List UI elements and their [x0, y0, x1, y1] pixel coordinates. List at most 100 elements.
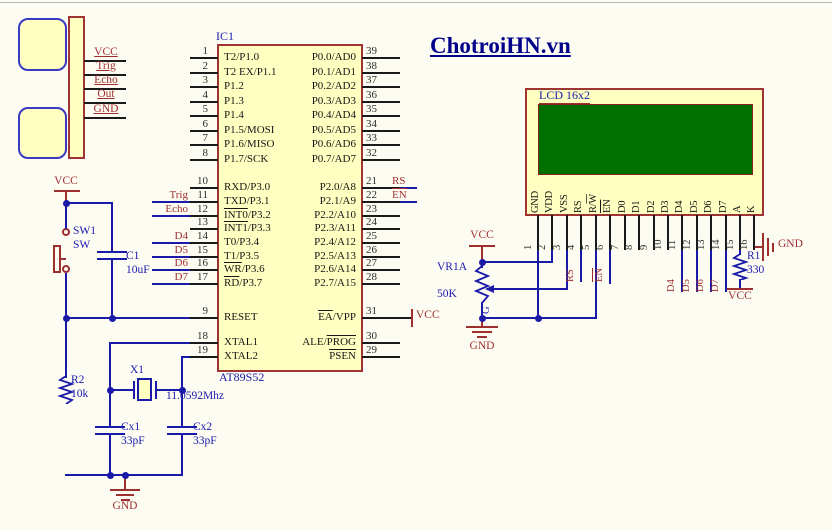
crystal-designator: X1: [130, 364, 145, 376]
net-label-en: EN: [392, 189, 407, 201]
ic-pin-31-stub: [362, 317, 400, 319]
res-r1-symbol: [731, 254, 749, 280]
wire-segment: [65, 319, 67, 378]
wire-segment: [566, 250, 568, 290]
junction-dot: [535, 315, 542, 322]
lcd-pin-10-number: 10: [653, 239, 664, 251]
ic-pin-26-number: 26: [366, 244, 377, 256]
gnd-symbol-label-k: GND: [778, 238, 803, 250]
pot-value: 50K: [437, 288, 457, 300]
switch-name: SW: [73, 239, 91, 251]
net-label-d4: D4: [174, 230, 188, 242]
ic-pin-function-label: P0.5/AD5: [311, 124, 356, 136]
junction-dot: [479, 315, 486, 322]
crystal-body: [137, 378, 152, 401]
lcd-pin-4-number: 4: [566, 244, 577, 250]
net-wire-d4: [152, 242, 190, 244]
lcd-pin-16-stub: [753, 215, 755, 250]
ic-pin-function-label: WR/P3.6: [224, 263, 265, 275]
ic-pin-23-number: 23: [366, 203, 377, 215]
ic-pin-25-stub: [362, 242, 400, 244]
ic-pin-7-stub: [190, 144, 218, 146]
ic-pin-18-stub: [190, 342, 218, 344]
page-title[interactable]: ChotroiHN.vn: [430, 33, 571, 58]
lcd-pin-name-rs: RS: [573, 200, 584, 213]
wire-segment: [133, 381, 135, 399]
junction-dot: [107, 472, 114, 479]
switch-contact-top: [62, 228, 70, 236]
wire-segment: [65, 273, 67, 319]
wire-segment: [109, 391, 111, 427]
wire-segment: [400, 317, 412, 319]
wire-segment: [696, 250, 698, 292]
junction-dot: [122, 472, 129, 479]
ic-pin-15-number: 15: [197, 244, 208, 256]
lcd-pin-11-stub: [681, 215, 683, 250]
wire-segment: [110, 489, 140, 491]
lcd-pin-name-d4: D4: [674, 200, 685, 213]
cap-c1-value: 10uF: [126, 264, 150, 276]
junction-dot: [107, 387, 114, 394]
ic-pin-14-stub: [190, 242, 218, 244]
wire-segment: [710, 250, 712, 292]
wire-segment: [181, 391, 183, 427]
net-wire-d5: [152, 256, 190, 258]
ic-pin-function-label: P0.2/AD2: [311, 80, 356, 92]
wire-segment: [54, 190, 80, 192]
ic-pin-35-stub: [362, 115, 400, 117]
lcd-pin-6-number: 6: [595, 244, 606, 250]
junction-dot: [63, 315, 70, 322]
ic-pin-39-stub: [362, 57, 400, 59]
ic-pin-12-number: 12: [197, 203, 208, 215]
wire-segment: [65, 202, 113, 204]
wire-segment: [772, 243, 774, 252]
ic-pin-27-number: 27: [366, 257, 377, 269]
sensor-transducer-bottom: [18, 107, 67, 159]
sensor-pin-label-gnd: GND: [93, 103, 119, 115]
ic-pin-11-number: 11: [197, 189, 208, 201]
lcd-pin-name-vdd: VDD: [544, 191, 555, 213]
ic-pin-function-label: P1.4: [224, 109, 244, 121]
ic-pin-function-label: P2.5/A13: [314, 250, 356, 262]
ic-pin-10-number: 10: [197, 175, 208, 187]
wire-segment: [481, 261, 553, 263]
junction-dot: [109, 315, 116, 322]
ic-pin-8-stub: [190, 159, 218, 161]
ic-pin-33-number: 33: [366, 132, 377, 144]
switch-actuator: [53, 245, 61, 273]
wire-segment: [725, 250, 727, 292]
ic-pin-function-label: T2 EX/P1.1: [224, 66, 277, 78]
lcd-pin-name-k: K: [746, 205, 757, 213]
lcd-net-label-d4: D4: [666, 279, 677, 292]
net-wire-d7: [152, 283, 190, 285]
ic-pin-function-label: P2.3/A11: [314, 222, 356, 234]
ic-pin-24-stub: [362, 228, 400, 230]
ic-pin-17-stub: [190, 283, 218, 285]
lcd-pin-16-number: 16: [739, 239, 750, 251]
ic-pin-19-number: 19: [197, 344, 208, 356]
ic-pin-26-stub: [362, 256, 400, 258]
ic-pin-1-number: 1: [202, 45, 209, 57]
ic-pin-13-stub: [190, 228, 218, 230]
wire-segment: [109, 389, 135, 391]
lcd-pin-15-number: 15: [725, 239, 736, 251]
ic-pin-function-label: RXD/P3.0: [224, 181, 271, 193]
wire-segment: [97, 258, 127, 260]
ic-designator: IC1: [216, 29, 234, 43]
lcd-pin-9-stub: [653, 215, 655, 250]
lcd-pin-7-stub: [624, 215, 626, 250]
ic-pin-38-number: 38: [366, 60, 377, 72]
ic-pin-32-number: 32: [366, 147, 377, 159]
lcd-pin-1-stub: [537, 215, 539, 250]
lcd-pin-8-stub: [638, 215, 640, 250]
lcd-pin-3-stub: [566, 215, 568, 250]
sensor-pin-label-trig: Trig: [96, 60, 116, 72]
wire-segment: [124, 476, 126, 489]
vcc-symbol-label-r1: VCC: [728, 290, 752, 302]
wire-segment: [167, 433, 197, 435]
ic-pin-function-label: P0.3/AD3: [311, 95, 356, 107]
lcd-net-label-d5: D5: [681, 279, 692, 292]
net-wire-trig: [152, 201, 190, 203]
pot-wiper-arrow: [485, 285, 494, 293]
ic-pin-37-stub: [362, 86, 400, 88]
